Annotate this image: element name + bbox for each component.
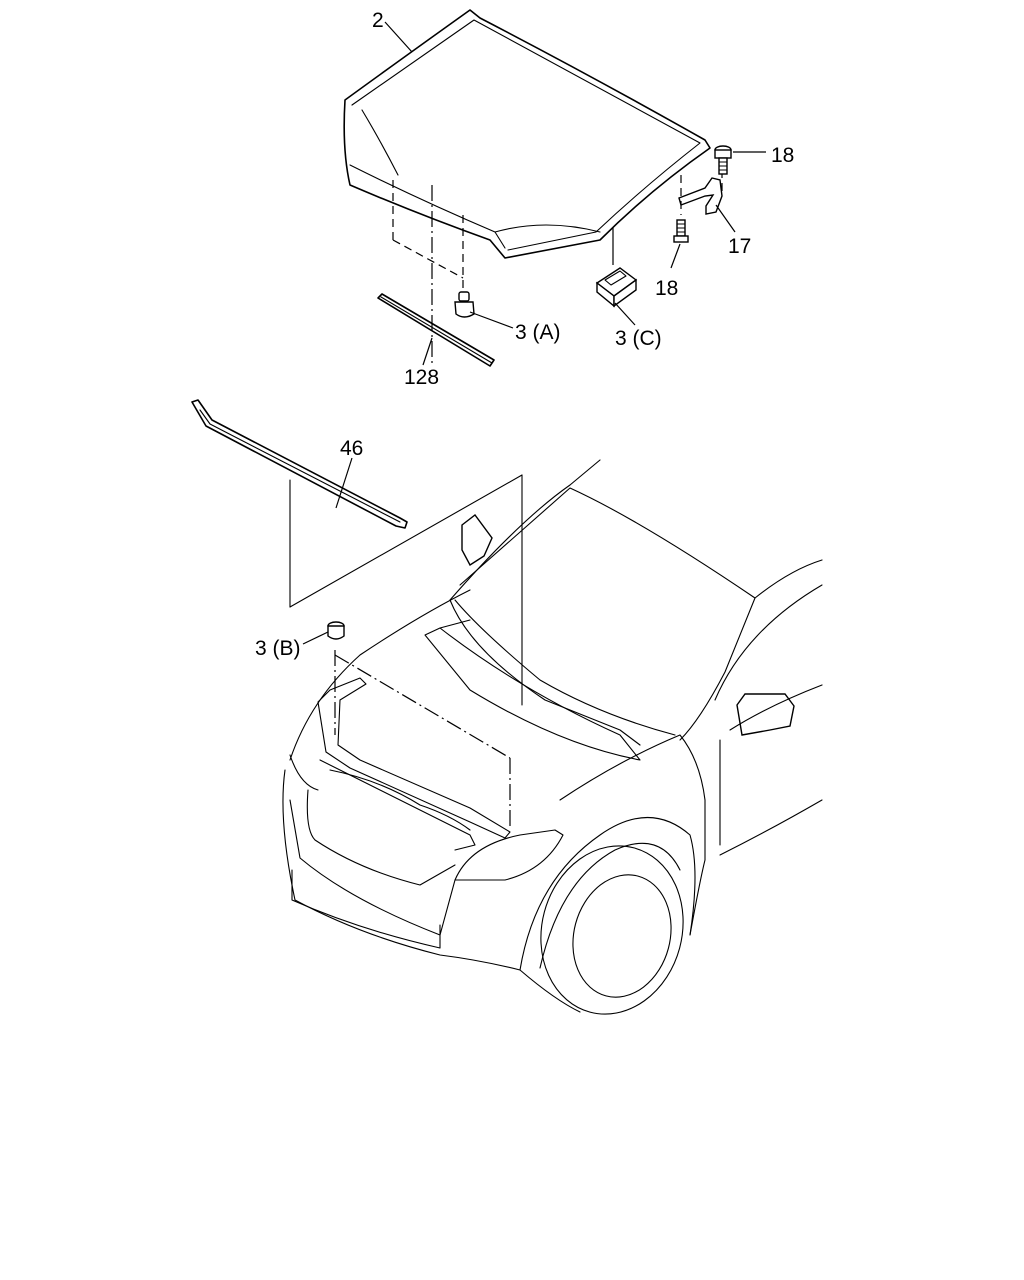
callout-clip-a: 3 (A) [515,321,561,344]
vehicle-body [282,459,823,1015]
callout-bolt-upper: 18 [771,144,794,167]
callout-hood-seal: 128 [404,366,439,389]
callout-hinge: 17 [728,235,751,258]
callout-hood: 2 [372,9,384,32]
callout-clip-b: 3 (B) [255,637,301,660]
bolt-upper-part [714,145,732,175]
callout-bolt-lower: 18 [655,277,678,300]
alignment-lines-weatherstrip [289,474,523,830]
hood-seal-part [377,293,495,367]
hood-panel [343,9,711,259]
clip-c-part [595,267,638,308]
weatherstrip-part [191,399,408,529]
callout-labels: 2 18 17 18 3 (A) 3 (C) 128 46 3 (B) [255,9,794,660]
hinge-part [678,170,723,215]
bolt-lower-part [673,219,689,243]
leader-lines [302,21,766,645]
alignment-lines-hood [392,180,614,365]
clip-b-part [327,621,345,640]
callout-clip-c: 3 (C) [615,327,662,350]
clip-a-part [454,291,475,318]
callout-weatherstrip: 46 [340,437,363,460]
